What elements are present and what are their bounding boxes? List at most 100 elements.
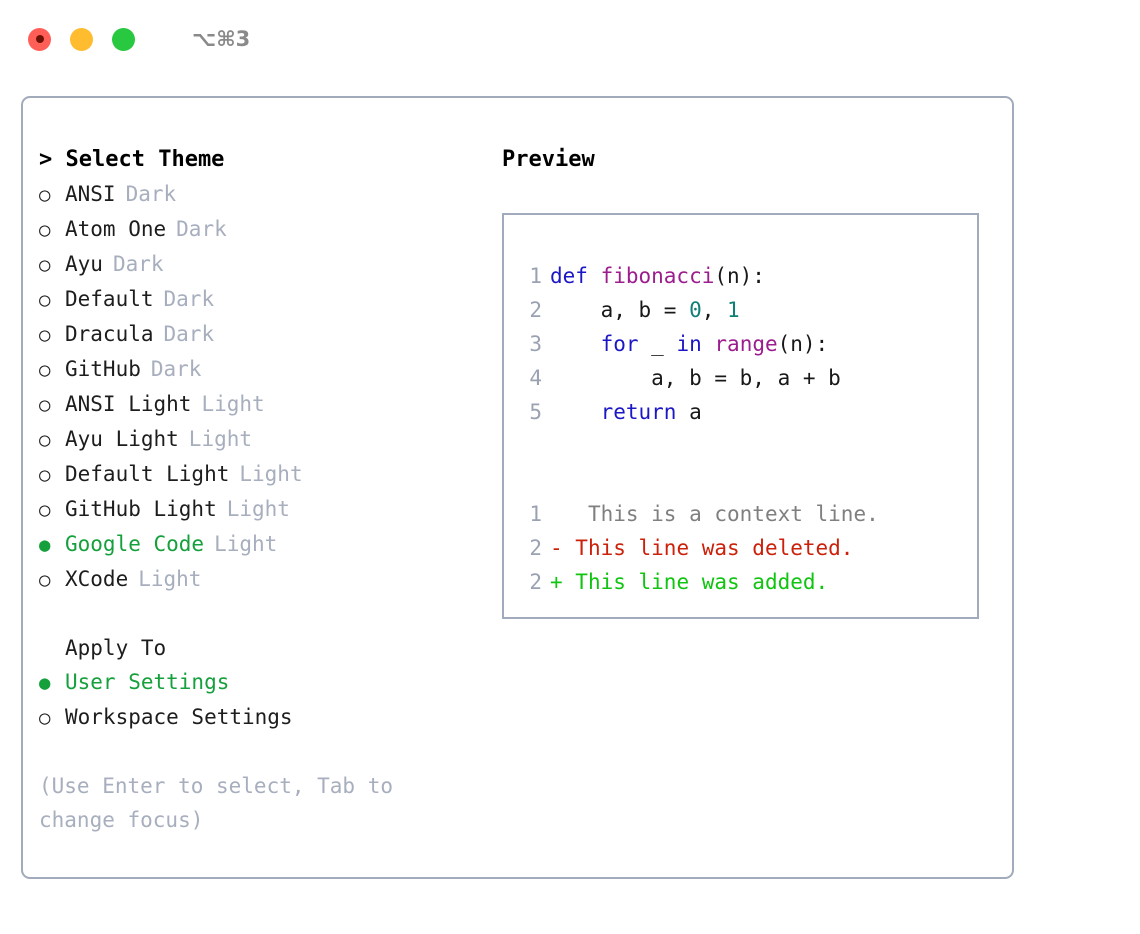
title-bar: ⌥⌘3 [0, 0, 1140, 78]
theme-name: ANSI Light [65, 392, 192, 416]
diff-block: 1 This is a context line. 2 - This line … [504, 497, 977, 599]
code-token: , [701, 298, 728, 322]
theme-name: ANSI [65, 182, 116, 206]
theme-category: Dark [163, 287, 215, 311]
theme-name: XCode [65, 567, 129, 591]
code-token: fibonacci [600, 264, 715, 288]
code-line: 3 for _ in range(n): [504, 327, 977, 361]
theme-list-item[interactable]: ○ Default Dark [39, 282, 489, 317]
theme-category: Light [188, 427, 253, 451]
radio-icon: ○ [39, 184, 51, 206]
code-token: 0 [689, 298, 702, 322]
theme-list-item[interactable]: ○ GitHub Dark [39, 352, 489, 387]
diff-text: This is a context line. [562, 502, 879, 526]
theme-category: Light [226, 497, 290, 521]
radio-icon-selected: ● [39, 672, 51, 694]
list-spacer [39, 597, 489, 631]
theme-list-item[interactable]: ○ XCode Light [39, 562, 489, 597]
diff-marker [550, 497, 563, 531]
code-diff-separator [504, 463, 977, 497]
code-token: in [676, 332, 702, 356]
theme-name: Default [65, 287, 154, 311]
code-token: a [676, 400, 702, 424]
maximize-window-button[interactable] [112, 27, 135, 51]
diff-text: This line was deleted. [562, 536, 854, 560]
line-number: 1 [529, 264, 542, 288]
radio-icon: ○ [39, 359, 51, 381]
apply-to-list: ● User Settings ○ Workspace Settings [39, 665, 489, 735]
diff-marker: - [550, 536, 563, 560]
theme-list-item[interactable]: ○ ANSI Dark [39, 177, 489, 212]
theme-name: Default Light [65, 462, 230, 486]
theme-list-item-selected[interactable]: ● Google Code Light [39, 527, 489, 562]
code-content: def fibonacci(n): [550, 259, 765, 293]
code-token: (n): [777, 332, 829, 356]
code-token: a, b = b, a + b [550, 366, 841, 390]
theme-name: GitHub Light [65, 497, 217, 521]
radio-icon: ○ [39, 499, 51, 521]
keyboard-shortcut-label: ⌥⌘3 [192, 27, 251, 51]
theme-name: Dracula [65, 322, 154, 346]
code-line: 2 a, b = 0, 1 [504, 293, 977, 327]
theme-list-item[interactable]: ○ Atom One Dark [39, 212, 489, 247]
code-diff-separator [504, 429, 977, 463]
diff-marker: + [550, 570, 563, 594]
diff-text: This line was added. [562, 570, 829, 594]
radio-icon: ○ [39, 707, 51, 729]
code-line: 1 def fibonacci(n): [504, 259, 977, 293]
theme-list-item[interactable]: ○ Dracula Dark [39, 317, 489, 352]
minimize-window-button[interactable] [70, 27, 93, 51]
theme-category: Light [214, 532, 278, 556]
theme-list-item[interactable]: ○ GitHub Light Light [39, 492, 489, 527]
radio-icon: ○ [39, 324, 51, 346]
diff-line-context: 1 This is a context line. [504, 497, 977, 531]
code-content: return a [550, 395, 702, 429]
code-content: a, b = b, a + b [550, 361, 841, 395]
theme-list-item[interactable]: ○ Ayu Light Light [39, 422, 489, 457]
theme-category: Dark [163, 322, 215, 346]
code-token [550, 332, 601, 356]
line-number: 1 [529, 502, 542, 526]
radio-icon: ○ [39, 254, 51, 276]
theme-category: Dark [176, 217, 227, 241]
code-content: a, b = 0, 1 [550, 293, 740, 327]
code-token [550, 400, 601, 424]
line-number: 4 [529, 366, 542, 390]
theme-category: Dark [125, 182, 177, 206]
line-number: 3 [529, 332, 542, 356]
theme-category: Light [138, 567, 202, 591]
theme-list: ○ ANSI Dark ○ Atom One Dark ○ Ayu Dark ○… [39, 177, 489, 597]
theme-list-item[interactable]: ○ Default Light Light [39, 457, 489, 492]
traffic-light-group [28, 27, 135, 51]
apply-to-label: Workspace Settings [65, 705, 293, 729]
apply-to-item[interactable]: ○ Workspace Settings [39, 700, 489, 735]
diff-line-added: 2 + This line was added. [504, 565, 977, 599]
code-token: 1 [727, 298, 740, 322]
close-window-button[interactable] [28, 27, 51, 51]
preview-column: Preview 1 def fibonacci(n): 2 a, b = 0, … [502, 143, 992, 619]
code-token [702, 332, 715, 356]
radio-icon: ○ [39, 219, 51, 241]
code-token: range [714, 332, 778, 356]
code-block: 1 def fibonacci(n): 2 a, b = 0, 1 3 for … [504, 259, 977, 429]
diff-line-deleted: 2 - This line was deleted. [504, 531, 977, 565]
code-token: (n): [714, 264, 765, 288]
line-number: 2 [529, 570, 542, 594]
theme-name: Atom One [65, 217, 167, 241]
code-token: a, b = [550, 298, 690, 322]
theme-name: Ayu [65, 252, 103, 276]
apply-to-item-selected[interactable]: ● User Settings [39, 665, 489, 700]
theme-category: Light [239, 462, 303, 486]
apply-to-label: User Settings [65, 670, 230, 694]
theme-list-item[interactable]: ○ ANSI Light Light [39, 387, 489, 422]
line-number: 2 [529, 298, 542, 322]
radio-icon: ○ [39, 394, 51, 416]
theme-category: Dark [112, 252, 164, 276]
code-token: return [600, 400, 677, 424]
radio-icon: ○ [39, 464, 51, 486]
theme-list-item[interactable]: ○ Ayu Dark [39, 247, 489, 282]
line-number: 5 [529, 400, 542, 424]
apply-to-header: Apply To [65, 636, 167, 660]
code-token: _ [638, 332, 677, 356]
